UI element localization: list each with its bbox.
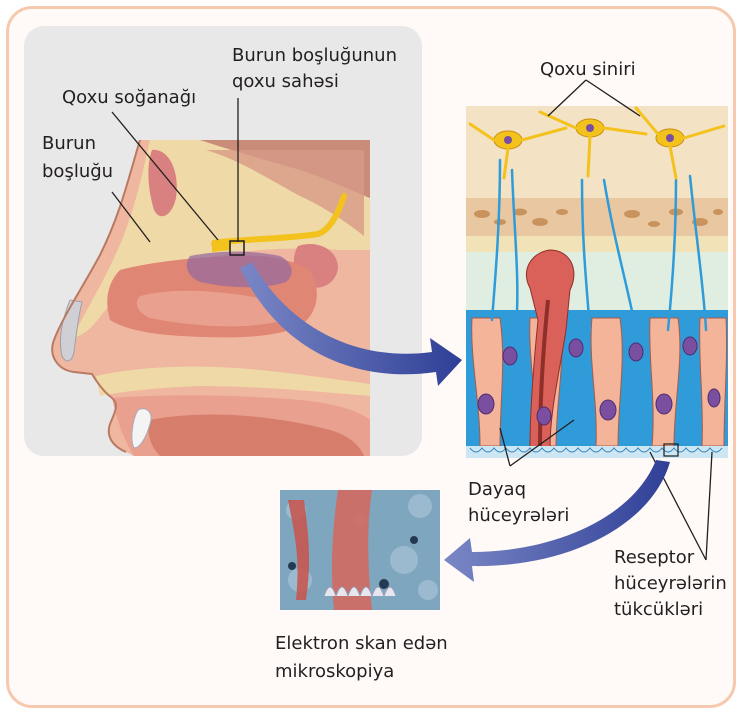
- label-receptor-hairs-1: Reseptor: [614, 546, 694, 570]
- label-olfactory-bulb: Qoxu soğanağı: [62, 86, 196, 110]
- label-sem-1: Elektron skan edən: [275, 632, 448, 656]
- label-receptor-hairs-3: tükcükləri: [614, 598, 703, 622]
- electron-micrograph: [280, 490, 440, 610]
- label-support-cells-1: Dayaq: [468, 478, 526, 502]
- olfactory-epithelium: [466, 106, 728, 458]
- label-nasal-cavity-1: Burun: [42, 132, 96, 156]
- head-cross-section: [40, 140, 370, 456]
- label-support-cells-2: hüceyrələri: [468, 504, 569, 528]
- label-receptor-hairs-2: hüceyrələrin: [614, 572, 727, 596]
- label-olfactory-nerve: Qoxu siniri: [540, 58, 636, 82]
- label-sem-2: mikroskopiya: [275, 660, 394, 684]
- label-nasal-cavity-2: boşluğu: [42, 160, 113, 184]
- label-olfactory-area-1: Burun boşluğunun: [232, 44, 397, 68]
- label-olfactory-area-2: qoxu sahəsi: [232, 70, 339, 94]
